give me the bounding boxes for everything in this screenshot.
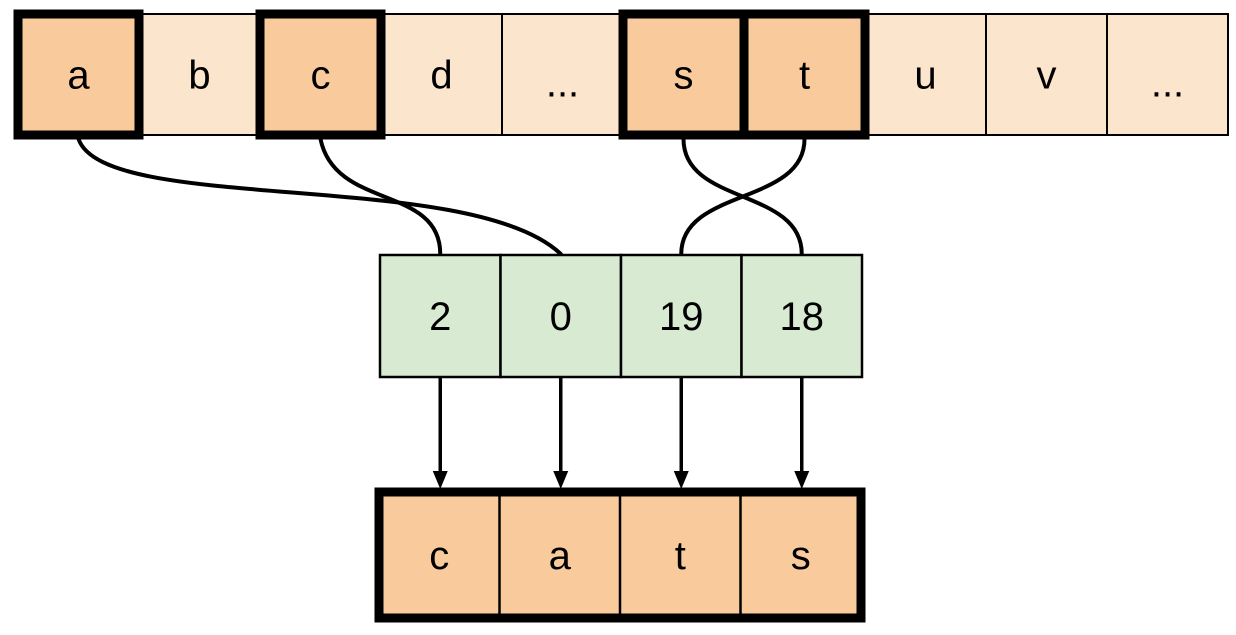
connector-curve-c-to-2 <box>318 137 443 256</box>
mapping-arrowhead <box>794 471 810 489</box>
output-cell-label: s <box>791 534 811 578</box>
output-cell-label: t <box>675 534 686 578</box>
index-cell-label: 19 <box>659 295 704 339</box>
index-cell-label: 18 <box>780 295 825 339</box>
alphabet-cell-highlighted <box>13 9 144 140</box>
alphabet-cell-label: u <box>914 54 936 98</box>
alphabet-cell-label: d <box>430 54 452 98</box>
output-cell-label: c <box>429 534 449 578</box>
alphabet-cell-label: v <box>1037 54 1057 98</box>
connector-curve-t-to-19 <box>679 137 807 256</box>
alphabet-cell <box>380 13 503 136</box>
alphabet-cell-highlighted <box>618 9 749 140</box>
index-cell <box>499 253 623 379</box>
alphabet-cell <box>1106 13 1229 136</box>
mapping-arrowhead <box>553 471 569 489</box>
alphabet-cell <box>501 13 624 136</box>
alphabet-cell <box>985 13 1108 136</box>
connector-curve-a-to-0 <box>76 137 563 256</box>
alphabet-cell-label: b <box>188 54 210 98</box>
output-cell-label: a <box>549 534 572 578</box>
mapping-arrowhead <box>432 471 448 489</box>
alphabet-cell-highlighted <box>739 9 870 140</box>
index-cell-label: 2 <box>429 295 451 339</box>
alphabet-cell-label: c <box>311 54 331 98</box>
mapping-arrowhead <box>673 471 689 489</box>
alphabet-cell-highlighted <box>255 9 386 140</box>
index-cell-label: 0 <box>550 295 572 339</box>
alphabet-cell-label: s <box>674 54 694 98</box>
alphabet-cell-label: t <box>799 54 810 98</box>
alphabet-cell-label: a <box>67 54 90 98</box>
alphabet-cell-label: ... <box>1151 62 1184 106</box>
alphabet-cell <box>138 13 261 136</box>
alphabet-cell-label: ... <box>546 62 579 106</box>
